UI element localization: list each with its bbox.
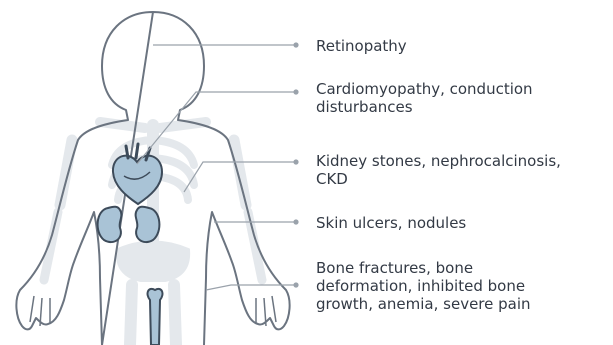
leader-dots [293,42,298,287]
label-kidney-stones: Kidney stones, nephrocalcinosis, CKD [316,152,561,188]
bone-icon [148,289,163,345]
label-retinopathy: Retinopathy [316,37,407,55]
label-cardiomyopathy: Cardiomyopathy, conduction disturbances [316,80,533,116]
kidneys-icon [98,207,160,242]
label-skin-ulcers: Skin ulcers, nodules [316,214,466,232]
label-bone-fractures: Bone fractures, bone deformation, inhibi… [316,259,531,313]
